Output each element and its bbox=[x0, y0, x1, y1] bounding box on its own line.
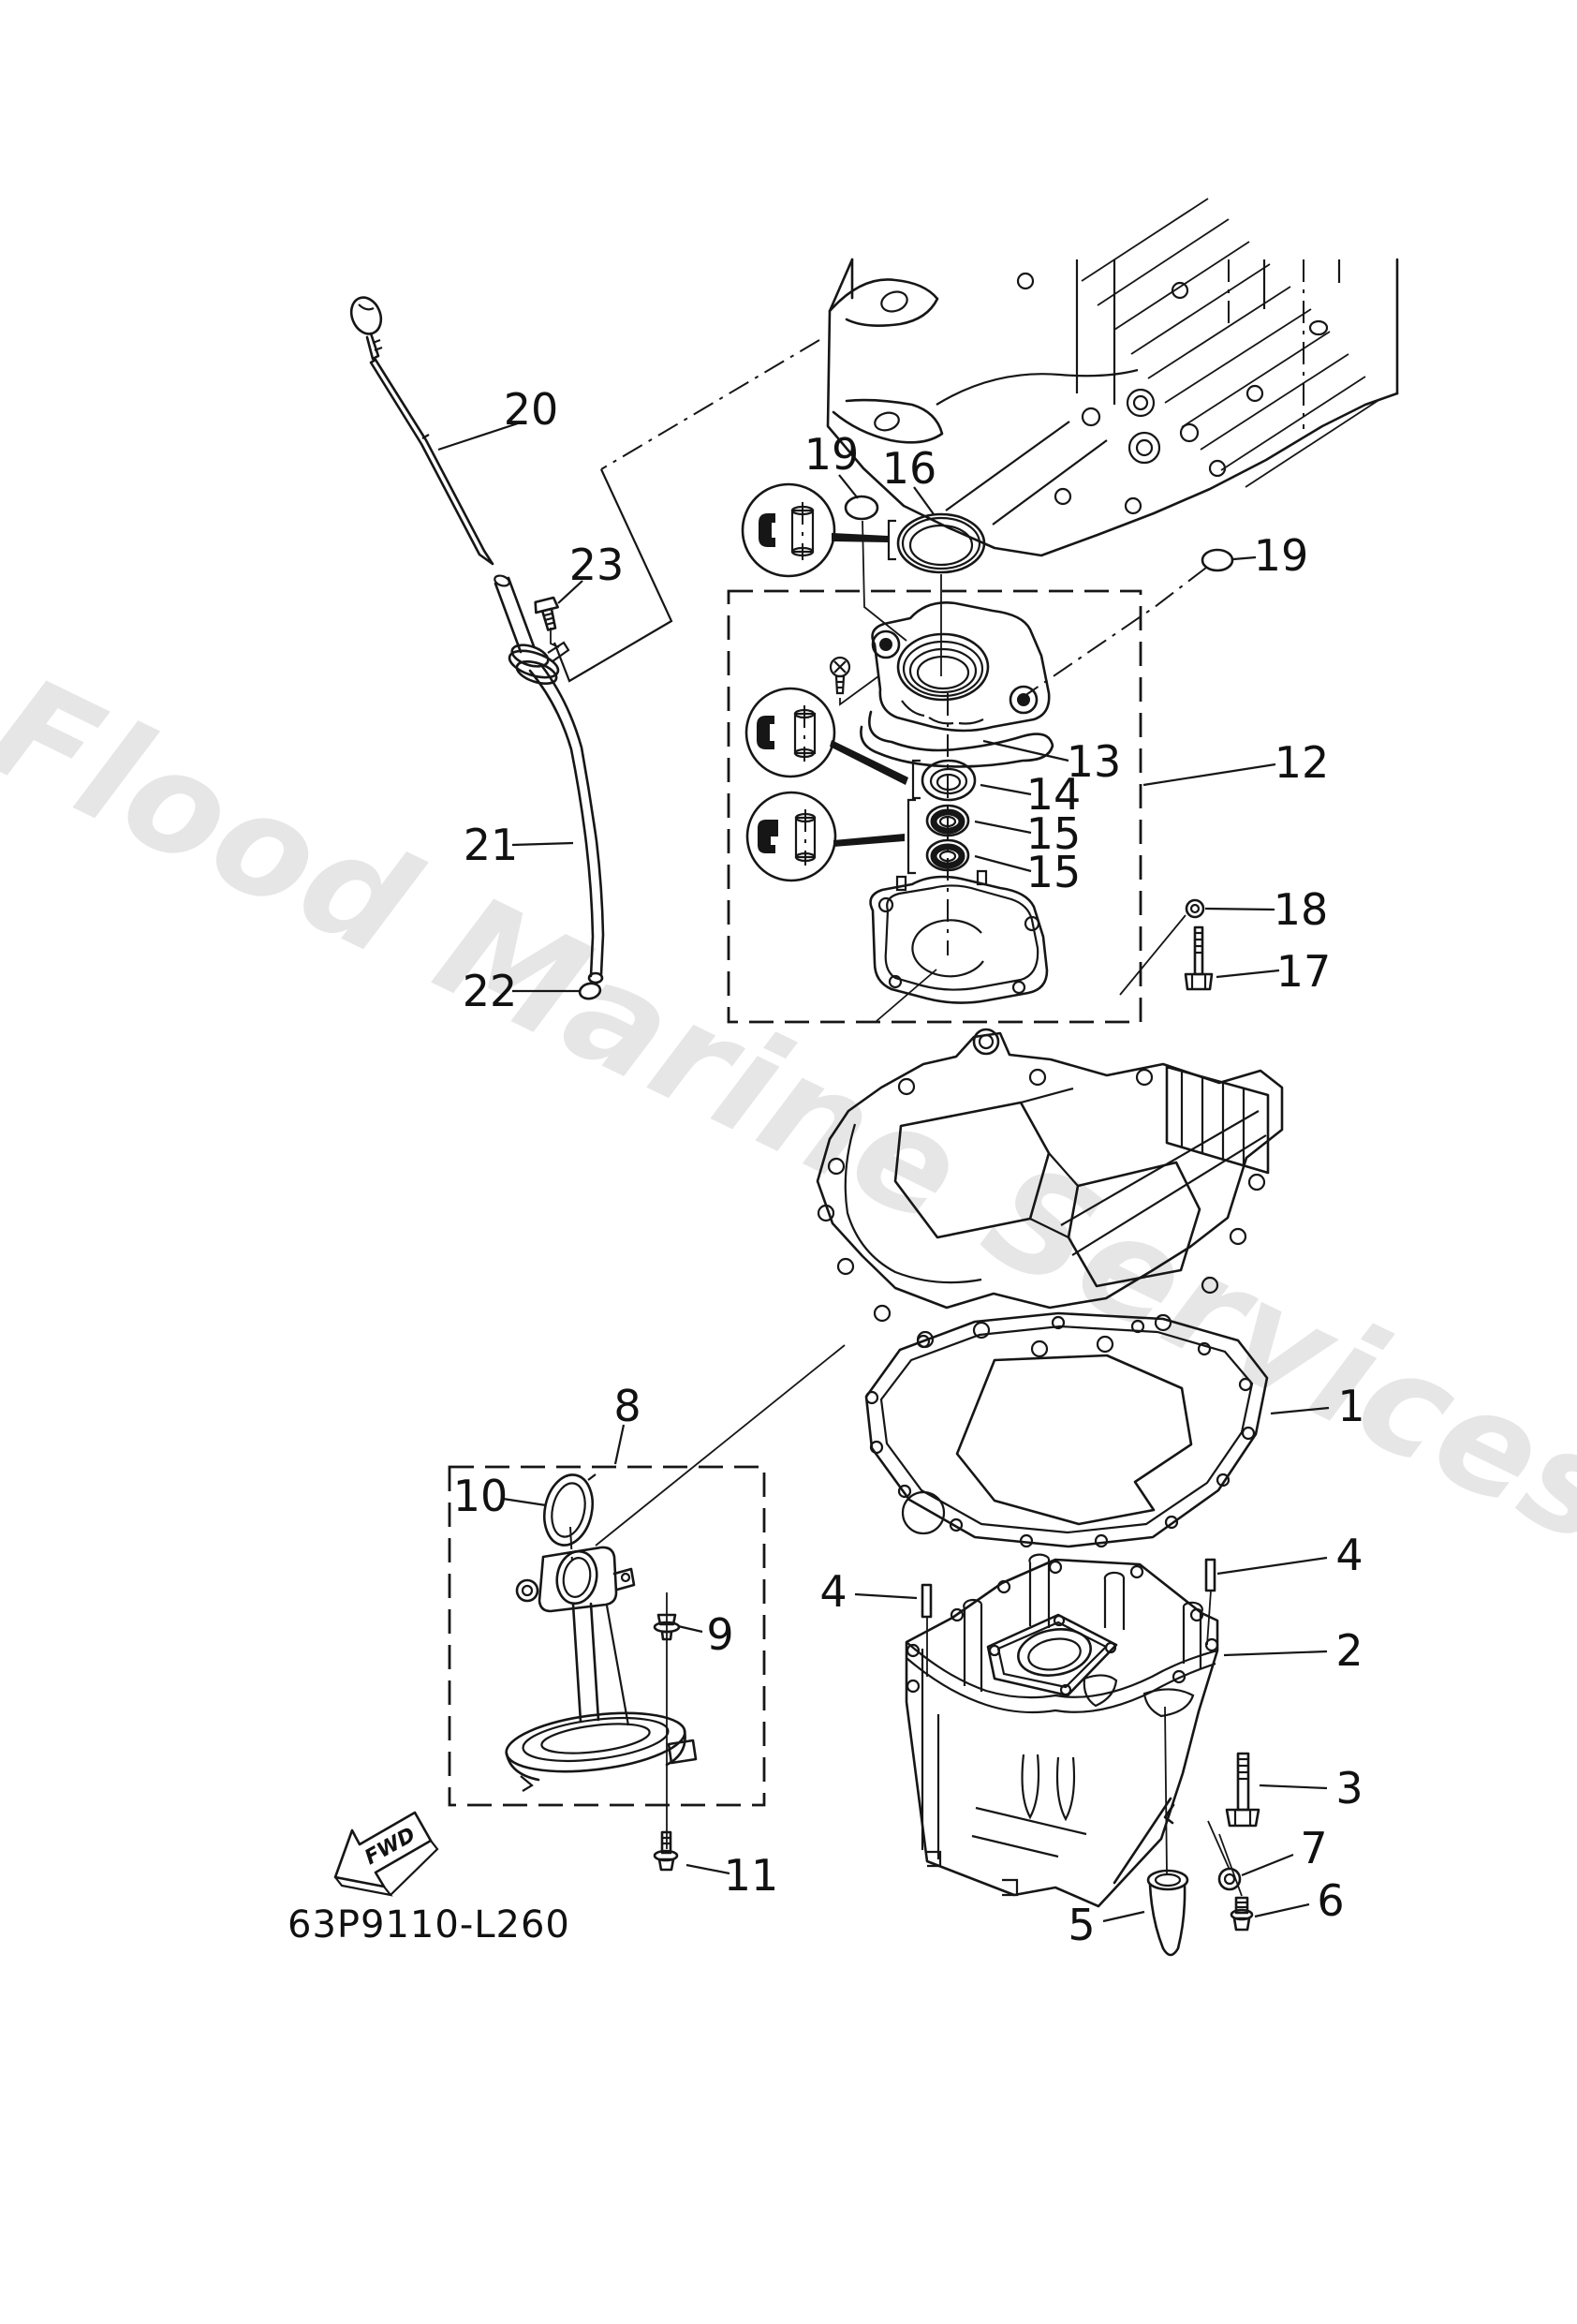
callout-20: 20 bbox=[504, 384, 559, 435]
callout-11: 11 bbox=[724, 1850, 779, 1901]
dipstick-assembly-drawing bbox=[349, 296, 605, 1000]
callout-19-a: 19 bbox=[804, 429, 860, 480]
callout-4-b: 4 bbox=[1335, 1530, 1363, 1580]
engine-block-drawing bbox=[826, 198, 1399, 557]
callout-6: 6 bbox=[1317, 1875, 1344, 1926]
stud-4-right bbox=[1204, 1558, 1216, 1592]
callout-14: 14 bbox=[1026, 769, 1082, 820]
bolt-3 bbox=[1225, 1752, 1260, 1828]
callout-5: 5 bbox=[1068, 1900, 1095, 1950]
washer-7 bbox=[1217, 1867, 1242, 1891]
drain-plug-5 bbox=[1146, 1706, 1189, 1957]
seal-detail-callout-circles bbox=[741, 482, 921, 882]
oil-pump-assembly-group bbox=[727, 589, 1186, 1024]
upper-oil-pan-drawing bbox=[816, 1028, 1284, 1358]
callout-21: 21 bbox=[464, 820, 519, 870]
bolt-17-washer-18 bbox=[1184, 898, 1214, 991]
callout-22: 22 bbox=[463, 966, 518, 1016]
callout-8: 8 bbox=[613, 1381, 641, 1431]
callout-3: 3 bbox=[1335, 1763, 1363, 1813]
callout-2: 2 bbox=[1335, 1625, 1363, 1676]
oring-and-seal-parts bbox=[844, 495, 1234, 697]
callout-19-b: 19 bbox=[1254, 530, 1309, 581]
oil-pan-gasket-1 bbox=[864, 1311, 1269, 1548]
callout-15-b: 15 bbox=[1026, 847, 1082, 897]
stud-4-left bbox=[921, 1583, 933, 1619]
callout-15-a: 15 bbox=[1026, 808, 1082, 859]
callout-1: 1 bbox=[1337, 1381, 1364, 1431]
callout-13: 13 bbox=[1067, 736, 1122, 787]
callout-9: 9 bbox=[706, 1609, 733, 1660]
callout-7: 7 bbox=[1300, 1823, 1327, 1873]
fwd-direction-arrow: FWD bbox=[333, 1811, 439, 1897]
drain-bolt-6 bbox=[1230, 1896, 1254, 1932]
drawing-number: 63P9110-L260 bbox=[287, 1903, 570, 1947]
callout-16: 16 bbox=[882, 443, 937, 494]
callout-4-a: 4 bbox=[819, 1566, 847, 1617]
callout-leader-lines bbox=[437, 422, 1330, 1923]
oil-strainer-assembly-group bbox=[448, 1465, 766, 1872]
oil-pump-cover bbox=[869, 869, 1049, 1022]
callout-17: 17 bbox=[1276, 946, 1332, 997]
lower-oil-pan-drawing bbox=[905, 1553, 1260, 1957]
callout-12: 12 bbox=[1275, 737, 1330, 788]
oil-strainer bbox=[505, 1546, 698, 1792]
callout-23: 23 bbox=[569, 540, 625, 590]
pump-gasket-13 bbox=[860, 710, 1054, 768]
callout-18: 18 bbox=[1274, 884, 1329, 935]
oil-pump-body bbox=[829, 601, 1051, 733]
callout-10: 10 bbox=[453, 1471, 508, 1521]
bolt-11 bbox=[653, 1830, 679, 1872]
